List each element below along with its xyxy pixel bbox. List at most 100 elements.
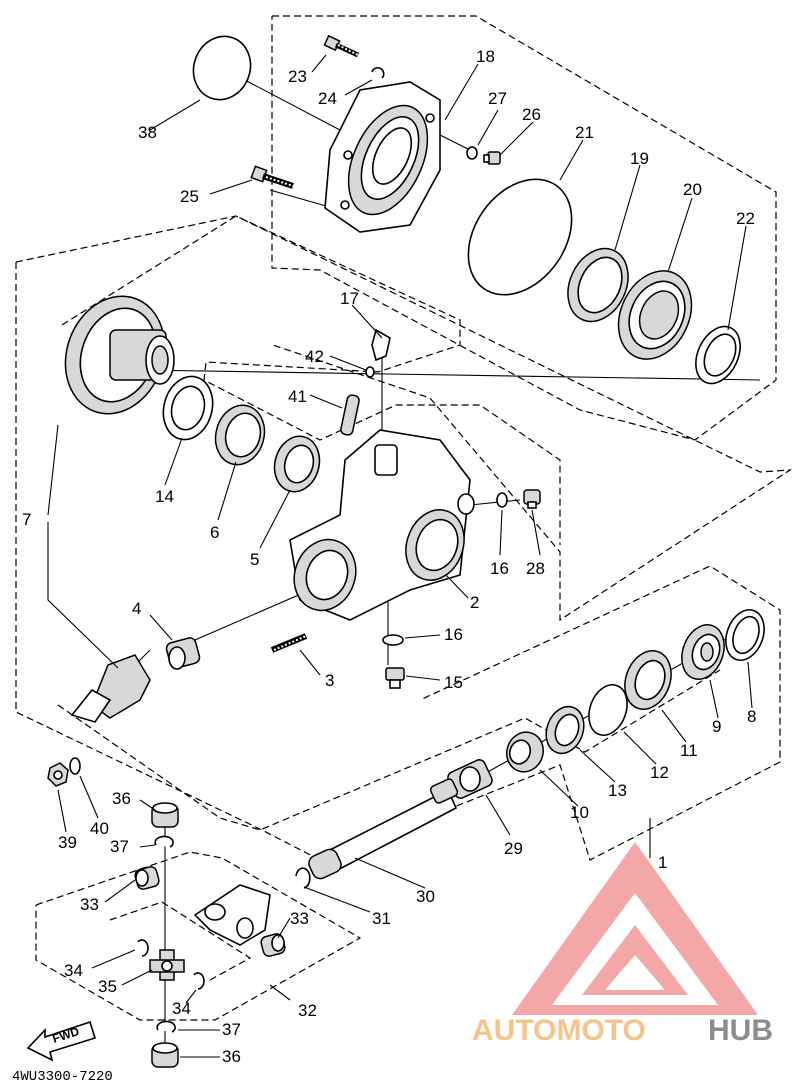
fwd-arrow-icon: FWD (26, 1020, 97, 1062)
bearing-20 (617, 270, 693, 360)
label-part-20: 20 (683, 180, 702, 199)
shim-22 (695, 325, 741, 385)
bearing-36-lower (151, 1042, 179, 1068)
label-part-19: 19 (630, 149, 649, 168)
label-part-25: 25 (180, 187, 199, 206)
gear-case-2 (289, 429, 475, 621)
oil-seal-13 (545, 705, 585, 755)
label-part-38: 38 (138, 123, 157, 142)
label-part-16-upper: 16 (490, 559, 509, 578)
label-part-27: 27 (488, 89, 507, 108)
bearing-4 (165, 637, 201, 670)
part-labels: 1 2 3 4 5 6 7 8 9 10 11 12 13 14 15 16 1… (22, 47, 756, 1066)
spider-35 (149, 949, 185, 981)
oil-seal-19 (567, 247, 629, 323)
label-part-10: 10 (570, 803, 589, 822)
circlip-31 (295, 867, 311, 889)
label-part-35: 35 (98, 977, 117, 996)
label-part-32: 32 (298, 1001, 317, 1020)
drive-shaft-30 (308, 778, 459, 880)
label-part-13: 13 (608, 781, 627, 800)
label-part-34-right: 34 (172, 999, 191, 1018)
breather-17 (371, 328, 391, 362)
collar-10 (506, 731, 544, 773)
pinion-gear (70, 654, 151, 723)
label-part-42: 42 (305, 347, 324, 366)
label-part-40: 40 (90, 819, 109, 838)
label-part-28: 28 (526, 559, 545, 578)
bolt-25 (250, 165, 294, 189)
label-part-9: 9 (712, 717, 721, 736)
label-part-15: 15 (444, 673, 463, 692)
ring-nut-11 (624, 650, 672, 710)
plug-26 (483, 151, 501, 165)
stud-3 (270, 633, 308, 653)
leader-lines (47, 54, 753, 1058)
label-part-23: 23 (288, 67, 307, 86)
label-part-3: 3 (325, 671, 334, 690)
o-ring-12 (588, 684, 628, 736)
label-part-2: 2 (470, 593, 479, 612)
label-part-30: 30 (416, 887, 435, 906)
label-part-26: 26 (522, 105, 541, 124)
label-part-16-lower: 16 (444, 625, 463, 644)
watermark-auto: AUTOMOTO (472, 1014, 646, 1047)
label-part-17: 17 (340, 289, 359, 308)
circlip-37-lower (156, 1020, 176, 1033)
washer-27 (466, 146, 478, 160)
bearing-6 (214, 404, 266, 466)
label-part-41: 41 (288, 387, 307, 406)
ring-gear (64, 295, 175, 415)
label-part-33-right: 33 (290, 909, 309, 928)
yoke (193, 884, 271, 946)
label-part-11: 11 (680, 741, 698, 760)
label-part-4: 4 (132, 599, 141, 618)
label-part-36-lower: 36 (222, 1047, 241, 1066)
bearing-33-left (134, 866, 160, 890)
label-part-31: 31 (372, 909, 391, 928)
shim-14 (162, 375, 214, 441)
label-part-21: 21 (575, 123, 594, 142)
o-ring-21 (467, 178, 573, 296)
watermark-logo (512, 842, 758, 1015)
label-part-14: 14 (155, 487, 174, 506)
bearing-33-right (260, 933, 286, 957)
plug-28 (523, 489, 541, 509)
label-part-36-upper: 36 (112, 789, 131, 808)
washer-16-lower (382, 634, 404, 646)
label-part-5: 5 (250, 550, 259, 569)
nut-39 (47, 762, 69, 787)
label-part-22: 22 (736, 209, 755, 228)
label-part-12: 12 (650, 763, 669, 782)
oil-seal-5 (273, 435, 321, 493)
plug-15 (385, 667, 405, 689)
label-part-7: 7 (22, 510, 31, 529)
shim-8 (725, 609, 765, 661)
collar-41 (340, 394, 360, 436)
washer-40 (69, 757, 81, 775)
label-part-37-lower: 37 (222, 1020, 241, 1039)
circlip-34-right (193, 972, 205, 990)
label-part-37-upper: 37 (110, 837, 129, 856)
label-part-24: 24 (318, 89, 337, 108)
group-outlines (15, 15, 793, 1021)
circlip-37-upper (154, 835, 174, 848)
clip-24 (371, 66, 385, 79)
label-part-29: 29 (504, 839, 523, 858)
label-part-1: 1 (658, 853, 667, 872)
label-part-8: 8 (747, 707, 756, 726)
label-part-34-left: 34 (64, 961, 83, 980)
bolt-23 (323, 34, 360, 58)
label-part-18: 18 (476, 47, 495, 66)
o-ring-38 (192, 35, 252, 101)
diagram-code: 4WU3300-7220 (12, 1069, 113, 1085)
watermark-text: AUTOMOTO HUB (472, 1014, 773, 1047)
bearing-housing-18 (324, 81, 441, 233)
bearing-9 (681, 624, 725, 680)
bearing-36-upper (151, 802, 179, 828)
pin-42 (365, 366, 375, 378)
label-part-39: 39 (58, 833, 77, 852)
label-part-33-left: 33 (80, 895, 99, 914)
watermark-hub: HUB (708, 1014, 773, 1047)
